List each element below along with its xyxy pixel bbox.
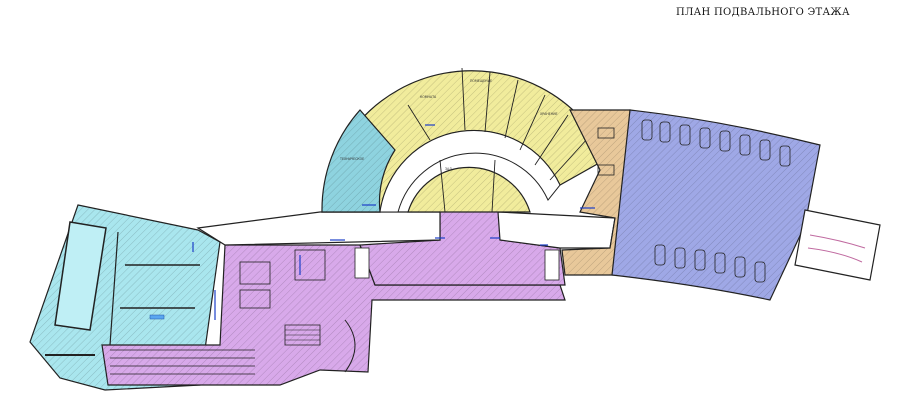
svg-text:ХРАНЕНИЕ: ХРАНЕНИЕ bbox=[540, 112, 558, 116]
door-marks bbox=[192, 124, 595, 320]
svg-text:ПОМЕЩЕНИЕ: ПОМЕЩЕНИЕ bbox=[470, 79, 492, 83]
ramp bbox=[794, 209, 881, 281]
svg-text:ТЕХНИЧЕСКОЕ: ТЕХНИЧЕСКОЕ bbox=[339, 157, 364, 161]
swimming-pool bbox=[54, 221, 107, 331]
pool-wing bbox=[29, 204, 221, 391]
svg-text:КОМНАТА: КОМНАТА bbox=[420, 95, 437, 99]
rotunda-wing: КОМНАТА ПОМЕЩЕНИЕ ХРАНЕНИЕ ТЕХНИЧЕСКОЕ З… bbox=[321, 67, 609, 213]
parking-zone bbox=[611, 109, 821, 301]
main-corridor bbox=[196, 211, 616, 249]
plan-title: ПЛАН ПОДВАЛЬНОГО ЭТАЖА bbox=[676, 7, 850, 18]
svg-text:ЗАЛ: ЗАЛ bbox=[445, 167, 452, 171]
